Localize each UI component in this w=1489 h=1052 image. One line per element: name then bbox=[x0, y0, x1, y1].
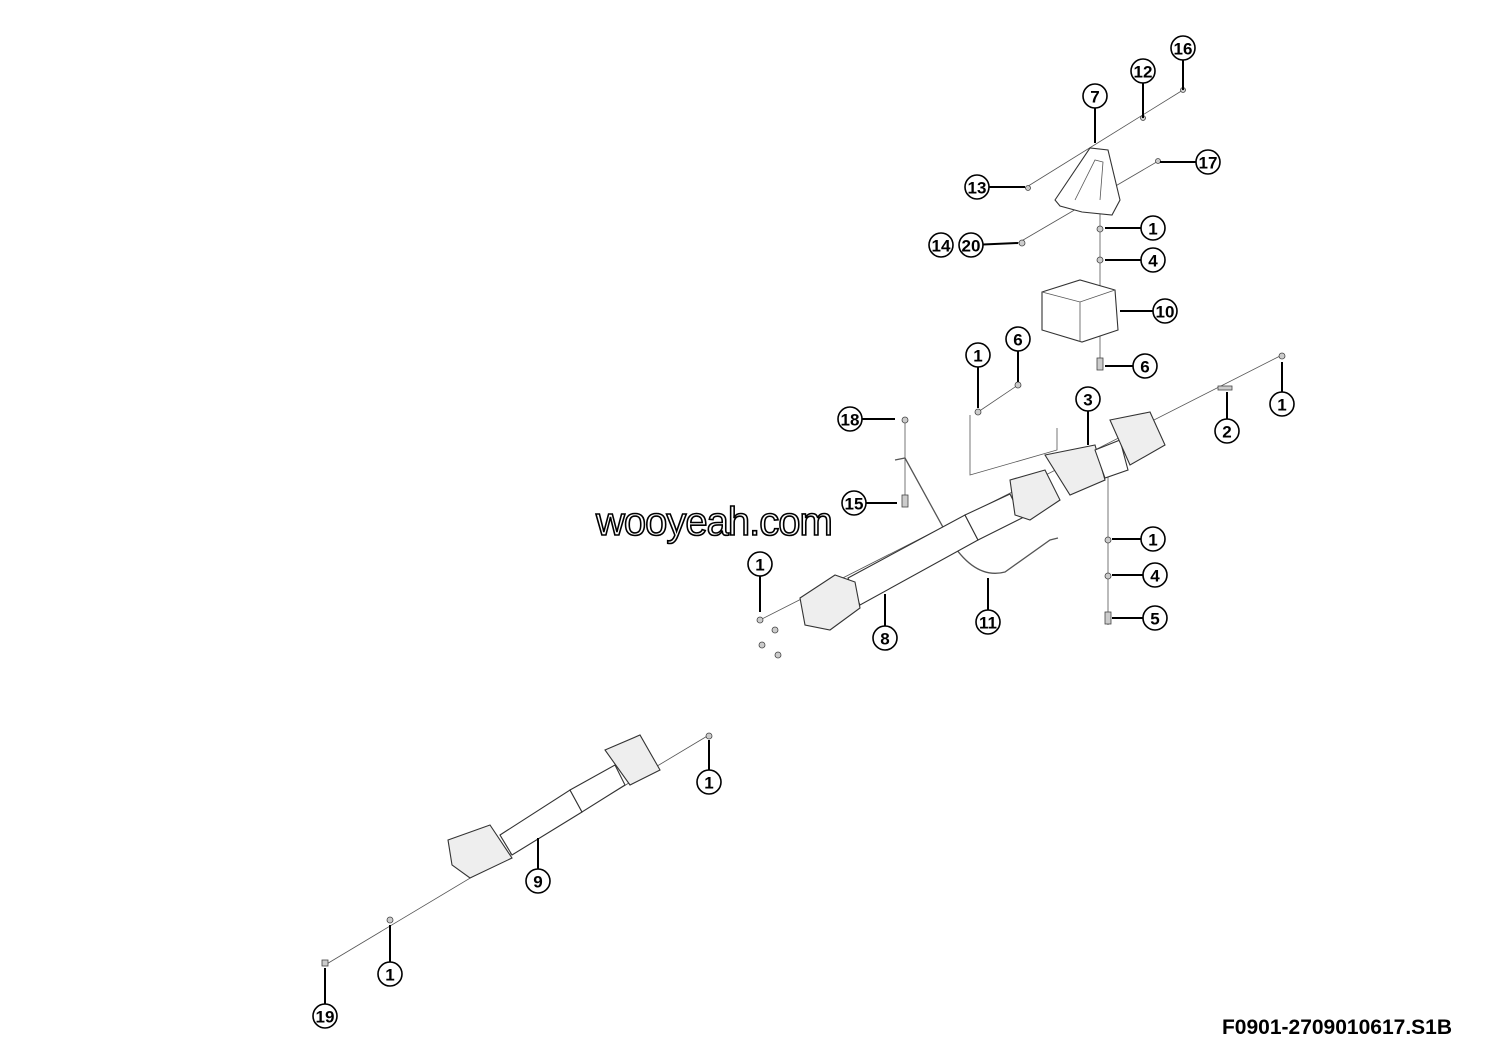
callout-circle bbox=[1082, 83, 1108, 109]
callout-1: 1 bbox=[965, 342, 991, 408]
callout-number: 1 bbox=[1148, 531, 1157, 550]
callout-number: 1 bbox=[385, 966, 394, 985]
callout-11: 11 bbox=[975, 578, 1001, 635]
callout-number: 2 bbox=[1222, 423, 1231, 442]
callout-number: 5 bbox=[1150, 610, 1159, 629]
callout-number: 17 bbox=[1199, 154, 1218, 173]
callout-circle bbox=[928, 232, 954, 258]
callout-2: 2 bbox=[1214, 392, 1240, 444]
callout-number: 1 bbox=[704, 774, 713, 793]
callout-circle bbox=[696, 769, 722, 795]
leader-line bbox=[982, 242, 1019, 246]
drawing-code: F0901-2709010617.S1B bbox=[1221, 1016, 1452, 1039]
callout-1: 1 bbox=[696, 740, 722, 795]
callout-1: 1 bbox=[747, 551, 773, 612]
callout-number: 6 bbox=[1013, 331, 1022, 350]
callout-circle bbox=[1130, 58, 1156, 84]
callout-1: 1 bbox=[1269, 362, 1295, 417]
watermark: wooyeah.com bbox=[595, 499, 833, 545]
callout-circle bbox=[958, 232, 984, 258]
callout-1: 1 bbox=[1112, 526, 1166, 552]
callout-19: 19 bbox=[312, 968, 338, 1029]
callout-circle bbox=[1075, 386, 1101, 412]
callout-circle bbox=[747, 551, 773, 577]
callout-number: 1 bbox=[973, 347, 982, 366]
callout-5: 5 bbox=[1112, 605, 1168, 631]
callout-1: 1 bbox=[1105, 215, 1166, 241]
callout-1: 1 bbox=[377, 925, 403, 987]
mount-part-10 bbox=[1041, 279, 1119, 343]
callout-number: 3 bbox=[1083, 391, 1092, 410]
callout-number: 10 bbox=[1156, 303, 1175, 322]
callout-number: 11 bbox=[979, 614, 997, 633]
callout-number: 6 bbox=[1140, 358, 1149, 377]
callout-16: 16 bbox=[1170, 35, 1196, 90]
callout-13: 13 bbox=[964, 174, 1025, 200]
callout-circle bbox=[837, 406, 863, 432]
callout-circle bbox=[1132, 353, 1158, 379]
callout-circle bbox=[1005, 326, 1031, 352]
callout-circle bbox=[525, 868, 551, 894]
callout-circle bbox=[377, 961, 403, 987]
callout-number: 7 bbox=[1090, 88, 1099, 107]
callout-number: 4 bbox=[1148, 252, 1158, 271]
callout-18: 18 bbox=[837, 406, 895, 432]
bracket-part-7 bbox=[1054, 147, 1121, 216]
callout-circle bbox=[1140, 526, 1166, 552]
callout-number: 1 bbox=[1148, 220, 1157, 239]
callout-number: 13 bbox=[968, 179, 987, 198]
callout-6: 6 bbox=[1005, 326, 1031, 382]
callout-9: 9 bbox=[525, 838, 551, 894]
callout-circle bbox=[1195, 149, 1221, 175]
callout-circle bbox=[841, 490, 867, 516]
callout-10: 10 bbox=[1120, 298, 1178, 324]
callout-circle bbox=[312, 1003, 338, 1029]
callout-circle bbox=[965, 342, 991, 368]
callout-20: 20 bbox=[958, 232, 1019, 258]
callout-circle bbox=[872, 625, 898, 651]
callout-12: 12 bbox=[1130, 58, 1156, 118]
callout-number: 20 bbox=[962, 237, 981, 256]
callout-number: 1 bbox=[755, 556, 764, 575]
callout-circle bbox=[1142, 605, 1168, 631]
callout-15: 15 bbox=[841, 490, 897, 516]
callout-7: 7 bbox=[1082, 83, 1108, 143]
callout-4: 4 bbox=[1112, 562, 1168, 588]
callout-number: 14 bbox=[932, 237, 951, 256]
callout-circle bbox=[964, 174, 990, 200]
callout-circle bbox=[1140, 215, 1166, 241]
callout-3: 3 bbox=[1075, 386, 1101, 445]
callout-number: 18 bbox=[841, 411, 860, 430]
callout-circle bbox=[1152, 298, 1178, 324]
callout-circle bbox=[1140, 247, 1166, 273]
callout-6: 6 bbox=[1105, 353, 1158, 379]
callout-14: 14 bbox=[928, 232, 954, 258]
callout-circle bbox=[1214, 418, 1240, 444]
callout-circle bbox=[1269, 391, 1295, 417]
callout-number: 12 bbox=[1134, 63, 1153, 82]
upper-propeller-shaft bbox=[799, 411, 1166, 631]
callout-number: 4 bbox=[1150, 567, 1160, 586]
callout-number: 8 bbox=[880, 630, 889, 649]
callout-4: 4 bbox=[1105, 247, 1166, 273]
lower-propeller-shaft bbox=[447, 734, 661, 879]
callout-number: 19 bbox=[316, 1008, 335, 1027]
callout-circle bbox=[975, 609, 1001, 635]
callout-8: 8 bbox=[872, 594, 898, 651]
callout-circle bbox=[1142, 562, 1168, 588]
callout-number: 15 bbox=[845, 495, 864, 514]
callout-number: 16 bbox=[1174, 40, 1193, 59]
callout-circle bbox=[1170, 35, 1196, 61]
callout-number: 1 bbox=[1277, 396, 1286, 415]
callout-number: 9 bbox=[533, 873, 542, 892]
callout-17: 17 bbox=[1160, 149, 1221, 175]
